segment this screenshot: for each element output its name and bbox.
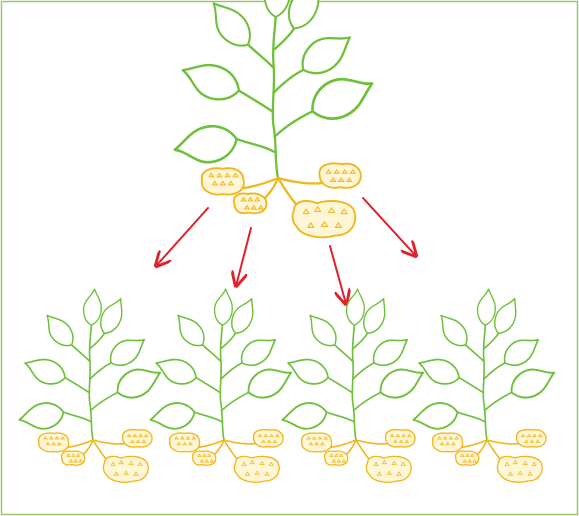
arrow-to-offspring-3 — [329, 245, 346, 304]
propagation-arrows — [156, 197, 416, 304]
arrow-to-offspring-4 — [362, 197, 416, 256]
arrow-to-offspring-2 — [236, 227, 252, 286]
arrow-to-offspring-1 — [156, 207, 209, 266]
